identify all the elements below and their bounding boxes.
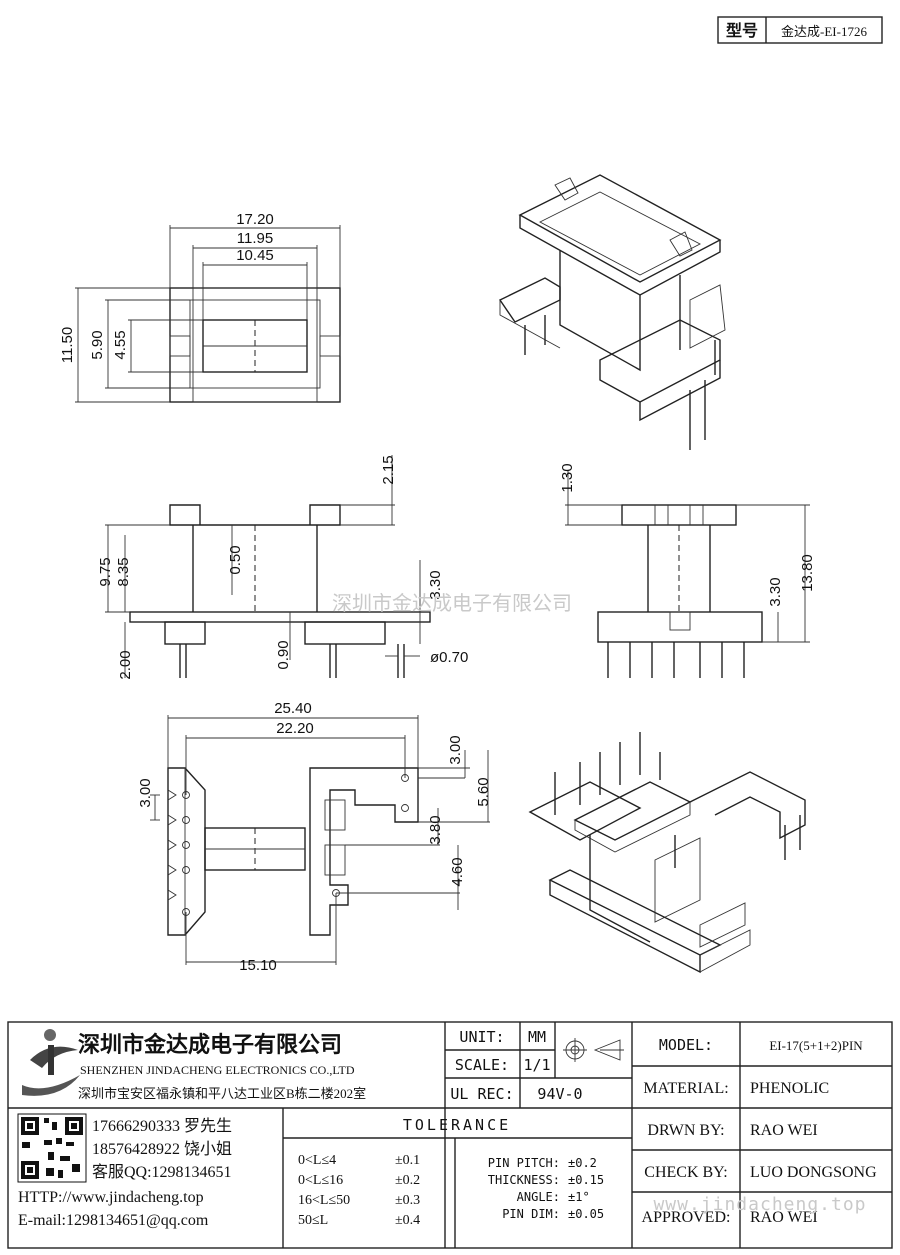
dim-side-base-thick: 0.90 [275, 640, 292, 669]
check-label: CHECK BY: [644, 1164, 727, 1181]
dim-side-window: 8.35 [115, 557, 132, 586]
dim-bottom-outer: 25.40 [274, 700, 312, 717]
tol-range-0: 0<L≤4 [298, 1153, 336, 1168]
tolerance-title: TOLERANCE [403, 1116, 511, 1134]
dim-bottom-right-a: 5.60 [475, 777, 492, 806]
scale-label: SCALE: [455, 1056, 509, 1074]
dim-front-flange: 1.30 [559, 463, 576, 492]
approved-value: RAO WEI [750, 1209, 818, 1226]
dim-top-height-inner: 4.55 [112, 330, 129, 359]
dim-bottom-base: 15.10 [239, 957, 277, 974]
ulrec-value: 94V-0 [537, 1085, 582, 1103]
dim-bottom-left-pitch: 3.00 [137, 778, 154, 807]
dim-top-width-inner: 10.45 [236, 247, 274, 264]
dim-bottom-right-b: 3.80 [427, 815, 444, 844]
drawn-value: RAO WEI [750, 1122, 818, 1139]
unit-value: MM [528, 1028, 546, 1046]
tol-range-3: 50≤L [298, 1213, 328, 1228]
bottom-pins-right [332, 774, 409, 897]
title-block: 深圳市金达成电子有限公司 SHENZHEN JINDACHENG ELECTRO… [7, 1021, 893, 1249]
ulrec-label: UL REC: [450, 1085, 513, 1103]
material-value: PHENOLIC [750, 1080, 829, 1097]
unit-label: UNIT: [459, 1028, 504, 1046]
dim-front-base: 3.30 [767, 577, 784, 606]
company-name-cn: 深圳市金达成电子有限公司 [78, 1032, 342, 1057]
contact-http: HTTP://www.jindacheng.top [18, 1189, 204, 1206]
approved-label: APPROVED: [642, 1209, 731, 1226]
model-label: MODEL: [659, 1036, 713, 1054]
projection-symbol-icon [563, 1038, 624, 1062]
tol-value-1: ±0.2 [395, 1173, 420, 1188]
company-logo-icon [22, 1029, 80, 1096]
contact-qq: 客服QQ:1298134651 [92, 1163, 232, 1181]
check-value: LUO DONGSONG [750, 1164, 877, 1181]
watermark-url: www.jindacheng.top [653, 1194, 866, 1215]
tol-range-1: 0<L≤16 [298, 1173, 343, 1188]
front-view: 1.30 3.30 13.80 [559, 463, 816, 678]
model-box-label: 型号 [726, 22, 758, 40]
dim-side-pin: 2.00 [117, 650, 134, 679]
tol-value-0: ±0.1 [395, 1153, 420, 1168]
bottom-pins-left [182, 791, 190, 916]
tol-value-3: ±0.4 [395, 1213, 420, 1228]
angle-label: ANGLE: [517, 1190, 560, 1204]
thickness-label: THICKNESS: [488, 1173, 560, 1187]
model-value: EI-17(5+1+2)PIN [769, 1038, 863, 1053]
dim-top-height-mid: 5.90 [89, 330, 106, 359]
side-view: 2.15 9.75 8.35 0.50 3.30 2.00 0.90 ø0.70 [97, 455, 468, 680]
tol-range-2: 16<L≤50 [298, 1193, 350, 1208]
dim-top-height-outer: 11.50 [59, 327, 76, 363]
pin-dim-value: ±0.05 [568, 1207, 604, 1221]
bottom-view: 25.40 22.20 3.00 3.00 5.60 3.80 4.60 15.… [137, 700, 492, 974]
front-pins [607, 642, 745, 678]
contact-phone-1: 17666290333 罗先生 [92, 1117, 232, 1135]
angle-value: ±1° [568, 1190, 590, 1204]
isometric-view-top [498, 174, 726, 450]
pin-pitch-label: PIN PITCH: [488, 1156, 560, 1170]
company-name-en: SHENZHEN JINDACHENG ELECTRONICS CO.,LTD [80, 1063, 355, 1077]
top-view: 17.20 11.95 10.45 11.50 5.90 4.55 [59, 211, 341, 403]
dim-side-pin-dia: ø0.70 [430, 649, 468, 666]
qr-code-icon [17, 1113, 87, 1183]
dim-side-base: 3.30 [427, 570, 444, 599]
scale-value: 1/1 [523, 1056, 550, 1074]
contact-phone-2: 18576428922 饶小姐 [92, 1140, 232, 1158]
thickness-value: ±0.15 [568, 1173, 604, 1187]
material-label: MATERIAL: [643, 1080, 728, 1097]
watermark-center: 深圳市金达成电子有限公司 [332, 591, 572, 615]
contact-email: E-mail:1298134651@qq.com [18, 1212, 209, 1229]
model-box-value: 金达成-EI-1726 [781, 24, 867, 39]
dim-bottom-right-c: 4.60 [449, 857, 466, 886]
company-address: 深圳市宝安区福永镇和平八达工业区B栋二楼202室 [78, 1086, 366, 1101]
dim-side-wall: 0.50 [227, 545, 244, 574]
pin-pitch-value: ±0.2 [568, 1156, 597, 1170]
dim-bottom-pitch: 22.20 [276, 720, 314, 737]
pin-dim-label: PIN DIM: [502, 1207, 560, 1221]
dim-bottom-right-pitch: 3.00 [447, 735, 464, 764]
dim-top-width-outer: 17.20 [236, 211, 274, 228]
drawn-label: DRWN BY: [647, 1122, 724, 1139]
dim-side-total: 9.75 [97, 557, 114, 586]
dim-top-width-mid: 11.95 [237, 230, 273, 247]
isometric-view-bottom [528, 732, 806, 974]
dim-side-flange: 2.15 [380, 455, 397, 484]
dim-front-total: 13.80 [799, 554, 816, 592]
tol-value-2: ±0.3 [395, 1193, 420, 1208]
model-box: 型号 金达成-EI-1726 [717, 16, 883, 44]
